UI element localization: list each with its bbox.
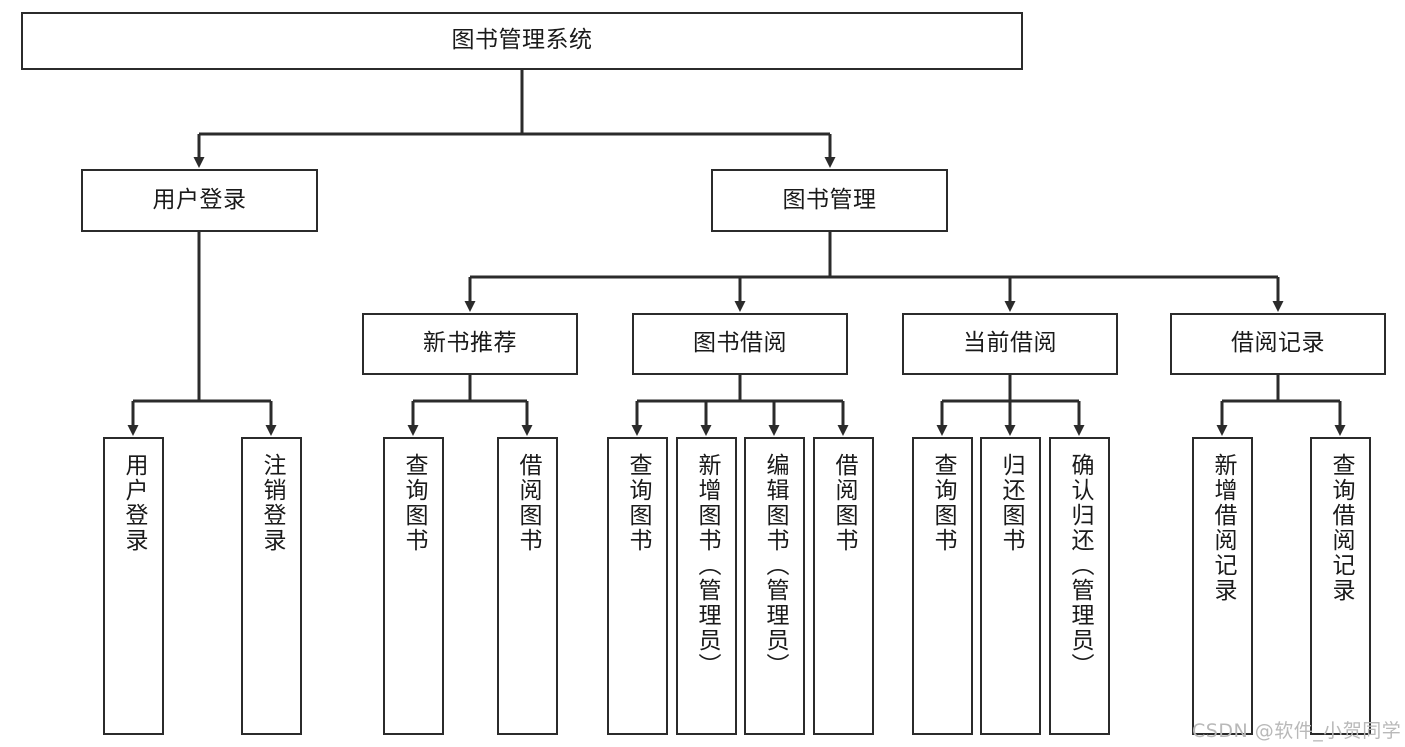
node-book-borrow[interactable]: 图书借阅: [632, 313, 848, 375]
node-leaf-query-book-current[interactable]: 查询图书: [912, 437, 973, 735]
node-label: 确认归还（管理员）: [1067, 453, 1093, 678]
node-label: 借阅记录: [1231, 330, 1325, 357]
node-leaf-logout[interactable]: 注销登录: [241, 437, 302, 735]
node-label: 新书推荐: [423, 330, 517, 357]
node-book-manage[interactable]: 图书管理: [711, 169, 948, 232]
csdn-watermark: CSDN @软件_小贺同学: [1192, 720, 1402, 742]
node-leaf-confirm-return[interactable]: 确认归还（管理员）: [1049, 437, 1110, 735]
node-borrow-record[interactable]: 借阅记录: [1170, 313, 1386, 375]
node-leaf-borrow-book[interactable]: 借阅图书: [813, 437, 874, 735]
node-user-login[interactable]: 用户登录: [81, 169, 318, 232]
node-label: 新增借阅记录: [1210, 453, 1236, 603]
node-label: 编辑图书（管理员）: [762, 453, 788, 678]
node-label: 查询图书: [401, 453, 427, 553]
node-label: 图书借阅: [693, 330, 787, 357]
node-book-management-system[interactable]: 图书管理系统: [21, 12, 1023, 70]
node-label: 用户登录: [121, 453, 147, 553]
node-label: 当前借阅: [963, 330, 1057, 357]
node-label: 查询图书: [625, 453, 651, 553]
node-label: 借阅图书: [515, 453, 541, 553]
node-leaf-query-book-borrow[interactable]: 查询图书: [607, 437, 668, 735]
node-leaf-user-login[interactable]: 用户登录: [103, 437, 164, 735]
node-leaf-return-book[interactable]: 归还图书: [980, 437, 1041, 735]
node-label: 用户登录: [152, 186, 247, 213]
node-label: 查询图书: [930, 453, 956, 553]
node-leaf-add-borrow-record[interactable]: 新增借阅记录: [1192, 437, 1253, 735]
node-leaf-query-book-recommend[interactable]: 查询图书: [383, 437, 444, 735]
node-label: 查询借阅记录: [1328, 453, 1354, 603]
node-label: 图书管理系统: [451, 27, 593, 54]
node-label: 借阅图书: [831, 453, 857, 553]
node-leaf-query-borrow-record[interactable]: 查询借阅记录: [1310, 437, 1371, 735]
node-leaf-edit-book[interactable]: 编辑图书（管理员）: [744, 437, 805, 735]
node-new-book-recommend[interactable]: 新书推荐: [362, 313, 578, 375]
node-label: 图书管理: [782, 186, 877, 213]
node-leaf-add-book[interactable]: 新增图书（管理员）: [676, 437, 737, 735]
node-label: 注销登录: [259, 453, 285, 553]
node-label: 归还图书: [998, 453, 1024, 553]
node-current-borrow[interactable]: 当前借阅: [902, 313, 1118, 375]
node-leaf-borrow-book-recommend[interactable]: 借阅图书: [497, 437, 558, 735]
node-label: 新增图书（管理员）: [694, 453, 720, 678]
